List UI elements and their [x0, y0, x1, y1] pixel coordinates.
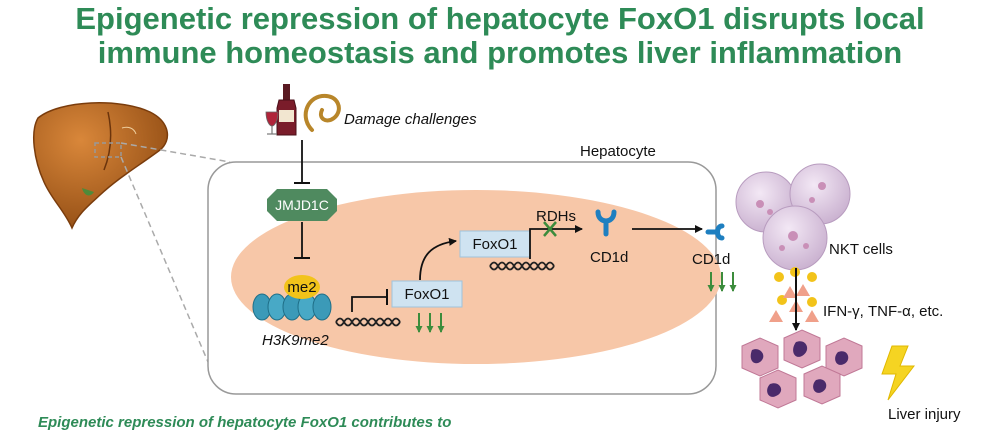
- parasite-icon: [303, 93, 341, 132]
- foxo1-to-foxo1-arrow: [419, 237, 457, 281]
- dna-upper-strand-b: [489, 261, 555, 271]
- alcohol-icon: [265, 84, 297, 136]
- cytokines-icon: [769, 267, 819, 322]
- footer-caption: Epigenetic repression of hepatocyte FoxO…: [38, 414, 452, 431]
- rdhs-label: RDHs: [536, 208, 576, 225]
- chromatin-to-foxo1-line: [351, 296, 387, 312]
- foxo1-lower-label: FoxO1: [404, 286, 449, 303]
- hepatocyte-label: Hepatocyte: [580, 143, 656, 160]
- liver-icon: [33, 102, 169, 230]
- zoom-line-bottom: [120, 156, 209, 363]
- foxo1-to-cd1d-arrow: [529, 225, 583, 259]
- title-line-2: immune homeostasis and promotes liver in…: [97, 35, 903, 70]
- nucleosome: [252, 293, 332, 321]
- title-line-1: Epigenetic repression of hepatocyte FoxO…: [75, 1, 925, 36]
- zoom-box: [94, 142, 122, 158]
- foxo1-downregulated-arrows: [415, 313, 445, 333]
- me2-mark: [284, 275, 320, 299]
- h3k9me2-label: H3K9me2: [262, 332, 329, 349]
- cd1d-outer-label: CD1d: [692, 251, 730, 268]
- injured-hepatocytes: [741, 329, 863, 409]
- cd1d-inner-label: CD1d: [590, 249, 628, 266]
- damage-label: Damage challenges: [344, 111, 477, 128]
- cd1d-inner-receptor: [595, 209, 617, 237]
- jmjd1c-label: JMJD1C: [275, 197, 329, 213]
- jmjd1c-node: [267, 189, 337, 221]
- nkt-cells: [735, 163, 851, 271]
- injury-label: Liver injury: [888, 406, 961, 423]
- zoom-line-top: [120, 142, 231, 163]
- cytokines-label: IFN-γ, TNF-α, etc.: [823, 303, 943, 320]
- dna-lower-strand-b: [335, 317, 401, 327]
- cd1d-downregulated-arrows: [707, 272, 737, 292]
- cd1d-outer-receptor: [705, 223, 725, 241]
- lightning-icon: [881, 345, 916, 401]
- foxo1-upper-label: FoxO1: [472, 236, 517, 253]
- foxo1-lower-box: [391, 280, 463, 308]
- me2-label: me2: [287, 279, 316, 296]
- blocked-x-icon: [543, 221, 557, 237]
- nkt-label: NKT cells: [829, 241, 893, 258]
- foxo1-upper-box: [459, 230, 531, 258]
